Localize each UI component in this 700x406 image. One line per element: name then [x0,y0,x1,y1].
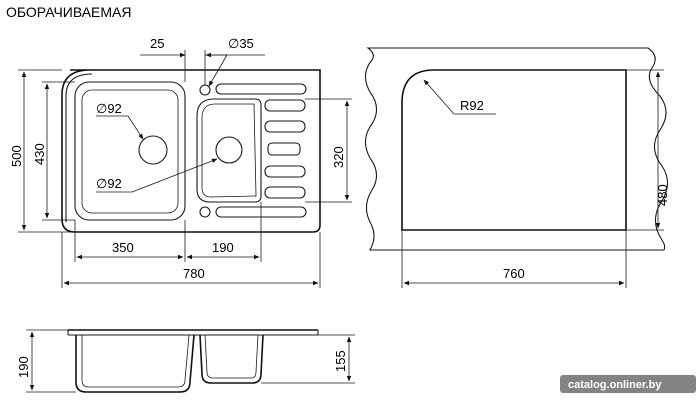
drawing-title: ОБОРАЧИВАЕМАЯ [6,4,132,20]
large-bowl [74,81,186,221]
cutout-contour [401,69,627,231]
watermark-text: catalog.onliner.by [568,379,662,391]
dim-small-height: 320 [331,146,346,168]
sink-outline [61,69,321,233]
dim-bowl-width: 350 [112,240,134,255]
watermark: catalog.onliner.by [560,375,696,393]
dim-tap-hole: ∅35 [228,36,254,51]
top-view: 25 ∅35 ∅92 ∅92 500 430 320 350 190 [9,36,352,288]
countertop-outline [364,47,669,251]
dim-cutout-height: 480 [655,184,670,206]
dim-bowl-height: 430 [32,143,47,165]
dim-offset: 25 [150,36,164,51]
small-bowl [196,98,262,203]
dim-side-depth-main: 190 [16,356,31,378]
dim-cutout-width: 760 [503,266,525,281]
dim-total-width: 780 [183,266,205,281]
overflow-hole [199,206,211,218]
side-small-bowl [199,334,264,384]
cutout-view: R92 480 760 [364,47,670,288]
dim-cutout-radius: R92 [460,98,484,113]
side-large-bowl [75,334,195,393]
dim-small-width: 190 [212,240,234,255]
dim-small-drain: ∅92 [96,176,122,191]
dim-total-height: 500 [9,145,24,167]
large-bowl-drain [138,135,168,165]
small-bowl-drain [215,136,243,164]
dim-side-depth-small: 155 [333,350,348,372]
side-view: 190 155 [16,329,355,393]
tap-hole [199,84,211,96]
dim-large-drain: ∅92 [96,101,122,116]
